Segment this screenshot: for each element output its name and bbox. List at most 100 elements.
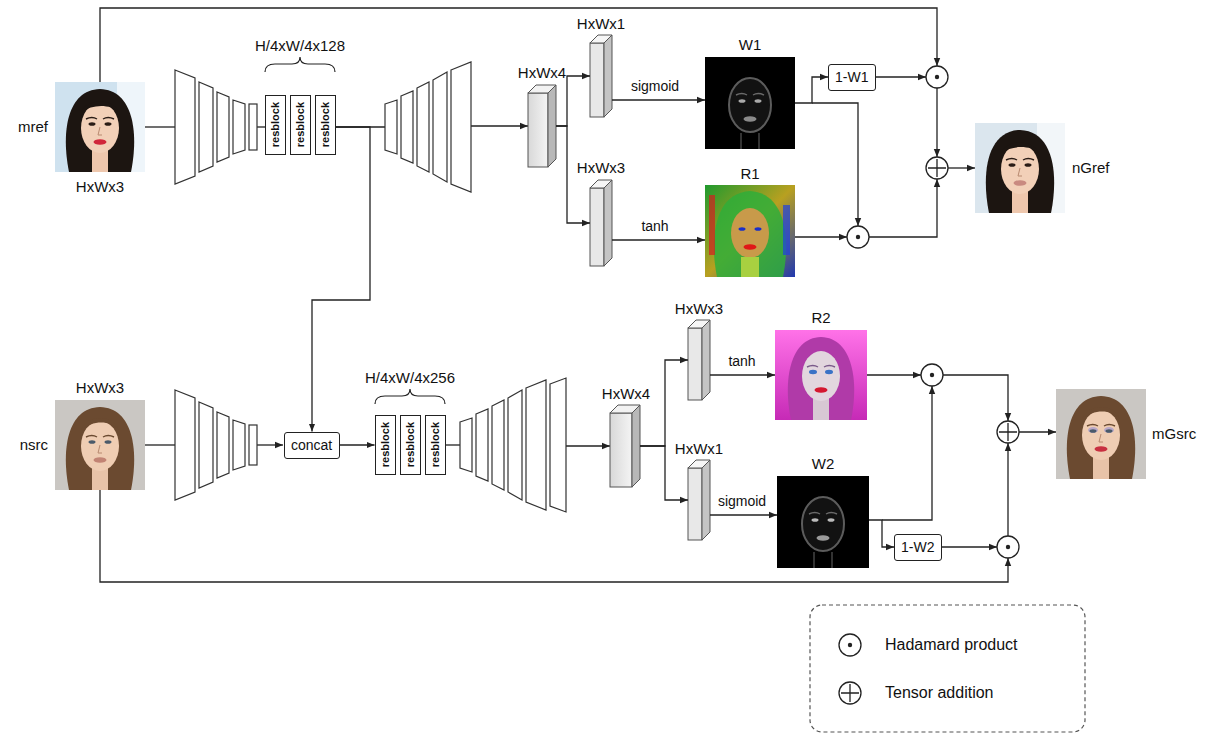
face-photo [66,407,134,490]
residual-map [775,330,867,420]
wire [873,76,926,77]
concat-box: concat [284,432,340,459]
legend-text: Tensor addition [885,684,994,702]
connector-arrow [556,76,590,126]
residual-map [755,227,762,231]
residual-map [739,227,746,231]
hadamard-symbol [935,75,939,79]
face-photo [1090,429,1097,433]
input-image: HxWx3nsrc [55,400,145,490]
network-layer [492,400,504,490]
wire [939,546,997,547]
connector-arrow [612,239,705,240]
resblock-box: resblock [375,415,396,475]
legend-symbol [839,634,861,656]
conv-slab [702,460,710,540]
node-label: HxWx3 [675,300,723,317]
network-layer [385,100,397,154]
face-photo [55,400,145,490]
face-photo [1067,396,1135,479]
mask-map [705,57,795,149]
residual-map [775,330,867,420]
residual-map [731,208,769,258]
residual-map [744,244,757,250]
conv-layer: HxWx3 [590,180,612,266]
network-layer [451,62,471,192]
conv-slab [590,43,604,117]
network-layer [233,420,245,470]
residual-map [714,191,786,277]
legend-symbol [839,682,861,704]
node-label: nGref [1072,159,1110,176]
operation-box: 1-W2 [894,534,942,561]
feature-block [610,413,632,487]
network-layer [550,378,566,512]
face-photo [1087,425,1115,427]
connector-arrow [340,444,375,445]
wire [869,179,937,237]
resblock-box: resblock [290,95,311,155]
mask-map [777,476,869,568]
mask-map [729,78,771,132]
node-label: W1 [739,36,762,53]
network-layer [476,409,488,481]
network-layer [175,62,566,512]
wire [943,375,1008,421]
face-photo [66,89,134,172]
legend-frame [810,605,1085,732]
face-photo [986,130,1054,213]
mask-map [777,476,869,568]
mask-map [817,535,830,541]
box-label: concat [291,437,332,453]
input-image: mrefHxWx3 [55,82,145,172]
residual-map [783,205,790,255]
addition-symbol [928,159,946,177]
addition-symbol [926,157,1019,443]
legend-symbol [839,682,861,704]
mask-map [809,513,837,515]
residual-map [807,366,835,368]
network-layer [526,380,546,510]
wire [100,8,937,82]
face-photo [94,139,107,145]
residual-map [802,351,840,401]
network-layer [233,100,245,154]
mask-map [812,518,819,522]
node-label: R2 [811,309,830,326]
mask-map [828,518,835,522]
mask-map [744,116,757,122]
residual-image: R2 [775,330,867,420]
mask-map [741,133,759,149]
addition-symbol [926,157,948,179]
residual-map [705,185,795,277]
box-label: resblock [294,102,307,147]
hadamard-symbol [997,536,1019,558]
mask-map [736,94,764,96]
network-layer [433,72,447,182]
face-photo [1099,434,1103,442]
node-label: HxWx4 [602,385,650,402]
connector-arrow [795,77,828,103]
face-photo [1106,429,1113,433]
node-label: mGsrc [1152,425,1196,442]
legend-symbol [848,643,852,647]
face-photo [105,440,112,444]
output-image: mGsrc [1056,389,1146,479]
brace [265,57,445,404]
hadamard-symbol [847,226,869,248]
face-photo [89,440,96,444]
residual-map [809,370,817,374]
mask-map [802,497,844,551]
node-label: HxWx1 [675,440,723,457]
face-photo [81,102,119,113]
network-layer [508,390,522,500]
connector-arrow [612,99,705,100]
network-layer [217,412,229,478]
face-photo [105,122,112,126]
face-photo [55,400,145,490]
network-layer [249,425,257,465]
box-label: resblock [429,422,442,467]
network-layer [460,418,472,472]
